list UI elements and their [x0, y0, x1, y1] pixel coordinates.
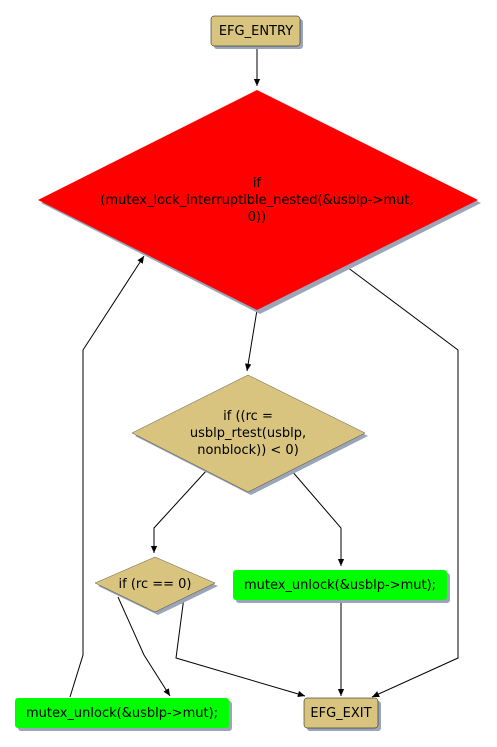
mutex-lock-check-line2: (mutex_lock_interruptible_nested(&usblp-… [100, 193, 413, 208]
edge-lock-check-to-rtest-check [245, 309, 258, 372]
exit-node-box [303, 697, 379, 729]
unlock-right-box [233, 570, 447, 600]
exit-node: EFG_EXIT [303, 697, 381, 731]
rtest-check-node: if ((rc = usblp_rtest(usblp, nonblock)) … [131, 374, 368, 495]
rc-zero-check-label: if (rc == 0) [119, 577, 192, 592]
edge-rtest-check-to-rc-zero-check [150, 469, 208, 553]
unlock-right-node: mutex_unlock(&usblp->mut); [233, 570, 450, 603]
mutex-lock-check-node: if (mutex_lock_interruptible_nested(&usb… [38, 90, 481, 314]
rtest-check-line3: nonblock)) < 0) [197, 443, 299, 458]
rc-zero-check-node: if (rc == 0) [94, 556, 218, 615]
rtest-check-line1: if ((rc = [223, 409, 273, 424]
exit-node-label: EFG_EXIT [310, 706, 371, 721]
unlock-left-node: mutex_unlock(&usblp->mut); [15, 698, 232, 731]
entry-node-label: EFG_ENTRY [219, 24, 293, 39]
mutex-lock-check-diamond [38, 90, 478, 310]
edges [69, 45, 459, 698]
edge-unlock-left-to-lock-check [69, 255, 145, 698]
rtest-check-line2: usblp_rtest(usblp, [190, 426, 306, 441]
unlock-right-label: mutex_unlock(&usblp->mut); [244, 578, 436, 593]
entry-node-box [210, 15, 301, 47]
unlock-left-box [15, 698, 229, 728]
edge-rc-zero-check-to-exit [175, 596, 306, 698]
mutex-lock-check-line1: if [253, 176, 262, 191]
unlock-left-label: mutex_unlock(&usblp->mut); [26, 706, 218, 721]
rc-zero-check-diamond [94, 556, 216, 613]
edge-lock-check-to-exit [346, 266, 459, 698]
edge-rtest-check-to-unlock-right [290, 469, 345, 566]
edge-rc-zero-check-to-unlock-left [117, 596, 171, 697]
rtest-check-diamond [131, 374, 366, 493]
entry-node: EFG_ENTRY [210, 15, 303, 49]
mutex-lock-check-line3: 0)) [248, 210, 266, 225]
